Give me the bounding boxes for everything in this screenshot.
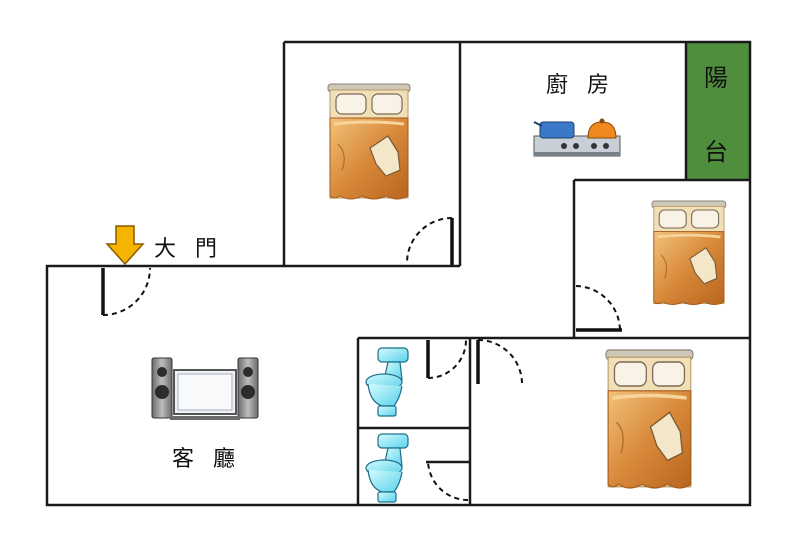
- balcony-label-top: 陽: [704, 64, 728, 92]
- door-bathroom-1: [426, 339, 467, 379]
- entrance-label: 大 門: [154, 237, 223, 262]
- bed-icon: [604, 348, 695, 490]
- toilet-icon: [365, 347, 409, 417]
- walls: [45, 40, 752, 507]
- down-arrow-icon: [105, 225, 145, 266]
- door-main-entrance: [101, 267, 151, 316]
- door-bathroom-2: [427, 459, 469, 501]
- bed-icon: [650, 199, 728, 306]
- living-room-label: 客 廳: [172, 447, 241, 472]
- toilet-icon: [365, 433, 409, 503]
- balcony-label-bottom: 台: [704, 138, 728, 166]
- door-bedroom-1: [406, 217, 454, 265]
- balcony-area: [686, 42, 750, 180]
- gas-stove-icon: [533, 118, 621, 157]
- door-bedroom-2: [575, 285, 622, 332]
- bed-icon: [326, 82, 412, 201]
- door-bedroom-3: [476, 339, 523, 385]
- tv-speakers-icon: [151, 357, 259, 420]
- kitchen-label: 廚 房: [546, 73, 615, 98]
